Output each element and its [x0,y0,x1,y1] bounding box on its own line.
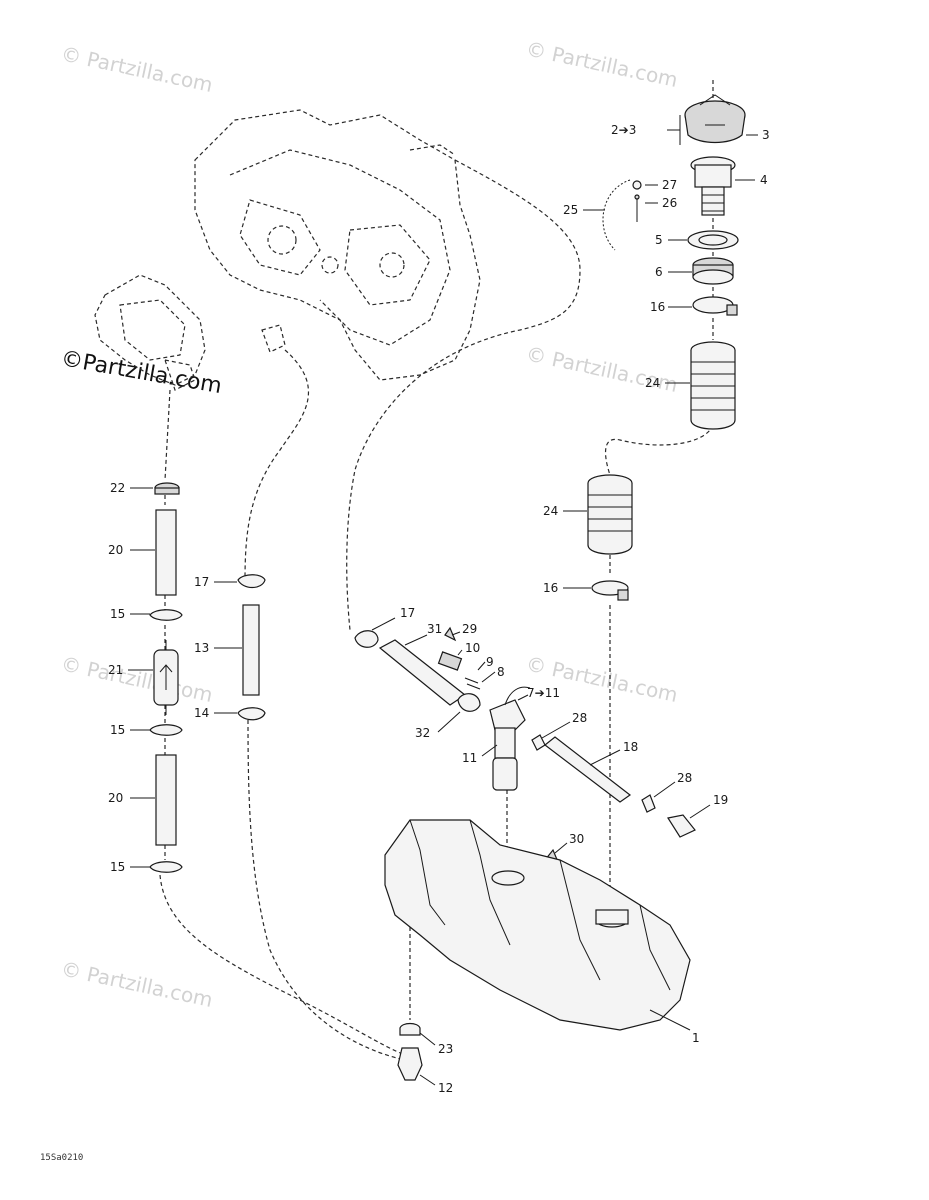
engine-block-outline [194,109,481,381]
label-21: 21 [108,663,123,677]
label-9: 9 [486,655,494,669]
watermark-top-right: © Partzilla.com [524,36,680,92]
nut [692,257,734,285]
label-25: 25 [563,203,578,217]
clamp-lower [591,580,629,601]
label-26: 26 [662,196,677,210]
watermark-mid-left: © Partzilla.com [59,651,215,707]
hose-18 [544,736,632,803]
intake-component-outline [94,274,206,391]
clamp-15-lower [149,861,183,873]
label-23: 23 [438,1042,453,1056]
label-27: 27 [662,178,677,192]
label-29: 29 [462,622,477,636]
label-31: 31 [427,622,442,636]
grommet-23 [399,1022,421,1036]
bellows-hose-lower [587,474,633,555]
part-10 [437,651,463,671]
fuel-cap [684,94,746,144]
label-15-upper: 15 [110,607,125,621]
label-22: 22 [110,481,125,495]
label-13: 13 [194,641,209,655]
label-18: 18 [623,740,638,754]
label-1: 1 [692,1031,700,1045]
label-19: 19 [713,793,728,807]
parts-8-9 [464,677,481,690]
label-10: 10 [465,641,480,655]
fitting-12 [397,1047,423,1081]
cap-tether [602,179,642,251]
label-11: 11 [462,751,477,765]
label-24-lower: 24 [543,504,558,518]
clamp-14 [237,707,266,721]
label-20-upper: 20 [108,543,123,557]
label-6: 6 [655,265,663,279]
gasket [687,230,739,250]
label-14: 14 [194,706,209,720]
leader-lines [128,115,758,1086]
label-5: 5 [655,233,663,247]
label-28-upper: 28 [572,711,587,725]
label-2-3: 2➔3 [611,123,636,137]
watermark-top-left: © Partzilla.com [59,41,215,97]
hose-13 [242,604,260,696]
fitting-22 [154,482,180,495]
hose-31 [378,639,467,706]
label-17-left: 17 [194,575,209,589]
label-30: 30 [569,832,584,846]
watermark-bottom-left: © Partzilla.com [59,956,215,1012]
clamp-17-left [237,574,266,589]
label-7-11: 7➔11 [527,686,560,700]
label-28-lower: 28 [677,771,692,785]
label-20-lower: 20 [108,791,123,805]
label-17-center: 17 [400,606,415,620]
bellows-hose-top [690,341,736,430]
clamp-15-middle [149,724,183,736]
label-24-upper: 24 [645,376,660,390]
filler-neck [690,156,736,216]
label-3: 3 [762,128,770,142]
tee-fitting-11 [489,686,531,791]
label-8: 8 [497,665,505,679]
label-32: 32 [415,726,430,740]
label-15-lower: 15 [110,860,125,874]
fuel-tank [384,819,691,1031]
label-4: 4 [760,173,768,187]
clamp-top [692,296,738,316]
clamp-17-center [354,630,379,648]
clip-28-lower [641,794,656,813]
fuel-filter-21 [153,640,179,715]
watermark-main: ©Partzilla.com [59,346,224,399]
clamp-15-upper [149,609,183,621]
label-15-middle: 15 [110,723,125,737]
hose-20-upper [155,509,177,596]
label-12: 12 [438,1081,453,1095]
clamp-32 [457,693,481,712]
label-16-lower: 16 [543,581,558,595]
drawing-code: 15Sa0210 [40,1153,83,1163]
label-16-upper: 16 [650,300,665,314]
part-29 [444,626,457,642]
fitting-19 [667,814,696,838]
callout-labels: 2➔3 3 4 27 26 25 5 6 16 24 24 16 22 20 1… [108,123,770,1095]
hose-20-lower [155,754,177,846]
